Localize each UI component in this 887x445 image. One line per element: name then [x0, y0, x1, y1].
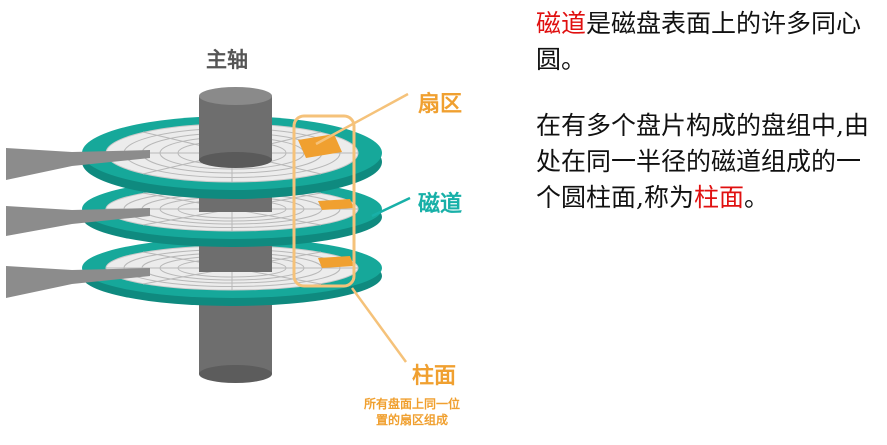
cylinder-term: 柱面 [693, 183, 744, 212]
cylinder-note-line1: 所有盘面上同一位 [363, 397, 460, 411]
cylinder-note: 所有盘面上同一位 置的扇区组成 [342, 396, 482, 428]
cylinder-definition: 在有多个盘片构成的盘组中,由处在同一半径的磁道组成的一个圆柱面,称为 [536, 111, 869, 212]
track-definition-paragraph: 磁道是磁盘表面上的许多同心圆。 [536, 6, 882, 78]
track-pointer-line [371, 196, 411, 218]
spindle-label: 主轴 [206, 48, 248, 72]
sector-pointer-line [315, 92, 409, 146]
sector-label: 扇区 [418, 92, 463, 117]
spindle-top [199, 87, 272, 168]
cylinder-definition-end: 。 [743, 183, 769, 212]
track-label: 磁道 [418, 192, 463, 217]
cylinder-note-line2: 置的扇区组成 [375, 413, 448, 427]
cylinder-definition-paragraph: 在有多个盘片构成的盘组中,由处在同一半径的磁道组成的一个圆柱面,称为柱面。 [536, 108, 882, 216]
track-term: 磁道 [536, 9, 587, 38]
cylinder-highlight-frame [292, 114, 356, 288]
spindle-bottom [199, 296, 272, 383]
cylinder-pointer-line [350, 287, 408, 363]
track-definition: 是磁盘表面上的许多同心圆。 [536, 9, 862, 74]
cylinder-label: 柱面 [412, 364, 457, 389]
actuator-arms [6, 148, 150, 298]
